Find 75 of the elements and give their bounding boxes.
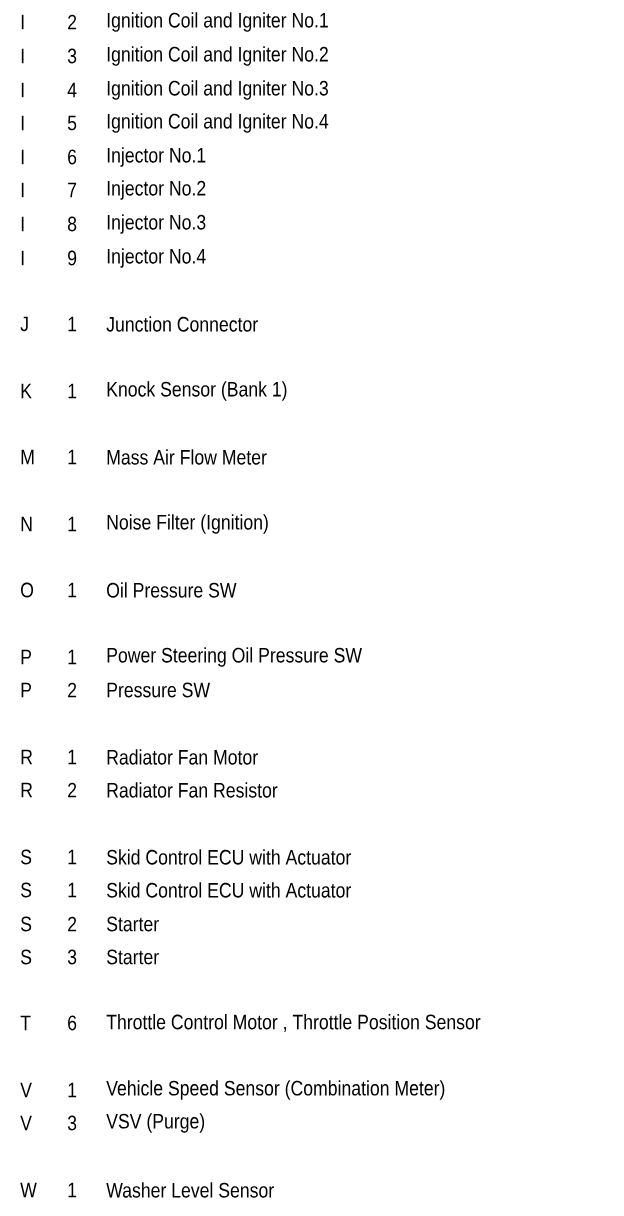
component-name: Radiator Fan Motor: [107, 749, 258, 765]
component-name: Skid Control ECU with Actuator: [107, 849, 351, 865]
group-letter: N: [21, 516, 32, 532]
component-name: Skid Control ECU with Actuator: [107, 882, 351, 898]
group-letter: R: [21, 749, 33, 765]
component-name: Ignition Coil and Igniter No.2: [107, 46, 328, 66]
group-letter: V: [20, 1082, 32, 1098]
pin-number: 1: [68, 749, 77, 765]
component-name: Starter: [107, 916, 159, 932]
group-letter: P: [21, 682, 32, 698]
pin-number: 1: [68, 649, 77, 665]
component-name: Throttle Control Motor , Throttle Position Sensor: [106, 1014, 481, 1032]
group-letter: I: [21, 14, 24, 30]
pin-number: 3: [67, 949, 77, 965]
component-name: VSV (Purge): [106, 1113, 205, 1133]
pin-number: 1: [68, 849, 77, 865]
pin-number: 4: [67, 82, 77, 98]
group-letter: O: [21, 582, 34, 598]
pin-number: 6: [68, 1015, 77, 1031]
component-name: Junction Connector: [106, 316, 258, 332]
group-letter: I: [21, 82, 24, 98]
pin-number: 1: [68, 383, 77, 399]
pin-number: 5: [67, 115, 77, 131]
pin-number: 9: [68, 250, 77, 266]
pin-number: 3: [67, 48, 77, 64]
component-name: Ignition Coil and Igniter No.1: [107, 12, 328, 32]
component-name: Vehicle Speed Sensor (Combination Meter): [106, 1080, 445, 1100]
group-letter: P: [21, 649, 32, 665]
group-letter: I: [21, 115, 24, 131]
component-name: Washer Level Sensor: [106, 1182, 274, 1198]
component-name: Pressure SW: [107, 682, 210, 698]
component-name: Starter: [107, 949, 159, 965]
pin-number: 1: [68, 1182, 77, 1198]
group-letter: J: [20, 316, 28, 332]
component-name: Mass Air Flow Meter: [107, 449, 267, 465]
component-name: Injector No.3: [107, 214, 206, 234]
component-name: Ignition Coil and Igniter No.4: [107, 113, 329, 133]
group-letter: I: [21, 182, 24, 198]
group-letter: R: [21, 782, 33, 798]
pin-number: 2: [68, 682, 77, 698]
pin-number: 1: [68, 582, 77, 598]
pin-number: 2: [68, 916, 77, 932]
group-letter: S: [21, 916, 32, 932]
pin-number: 1: [68, 516, 77, 532]
pin-number: 3: [67, 1115, 77, 1131]
group-letter: V: [20, 1115, 32, 1131]
component-name: Noise Filter (Ignition): [107, 514, 268, 534]
pin-number: 6: [68, 149, 77, 165]
pin-number: 1: [68, 449, 77, 465]
pin-number: 7: [68, 182, 77, 198]
component-name: Injector No.4: [107, 248, 206, 268]
pin-number: 2: [68, 782, 77, 798]
group-letter: K: [21, 383, 32, 399]
component-name: Radiator Fan Resistor: [107, 782, 278, 798]
group-letter: S: [21, 882, 32, 898]
group-letter: M: [21, 449, 34, 465]
component-name: Injector No.1: [107, 147, 206, 167]
group-letter: S: [21, 949, 32, 965]
group-letter: S: [21, 849, 32, 865]
pin-number: 1: [68, 882, 77, 898]
pin-number: 1: [68, 316, 77, 332]
component-name: Knock Sensor (Bank 1): [107, 381, 287, 401]
pin-number: 2: [68, 14, 77, 30]
group-letter: I: [21, 216, 24, 232]
component-name: Power Steering Oil Pressure SW: [107, 647, 362, 667]
group-letter: I: [21, 48, 24, 64]
component-name: Injector No.2: [107, 180, 206, 200]
group-letter: I: [21, 149, 24, 165]
pin-number: 8: [67, 216, 77, 232]
component-name: Ignition Coil and Igniter No.3: [107, 80, 328, 100]
group-letter: I: [21, 250, 24, 266]
component-name: Oil Pressure SW: [107, 582, 237, 598]
pin-number: 1: [68, 1082, 77, 1098]
group-letter: T: [20, 1015, 31, 1031]
group-letter: W: [20, 1182, 37, 1198]
